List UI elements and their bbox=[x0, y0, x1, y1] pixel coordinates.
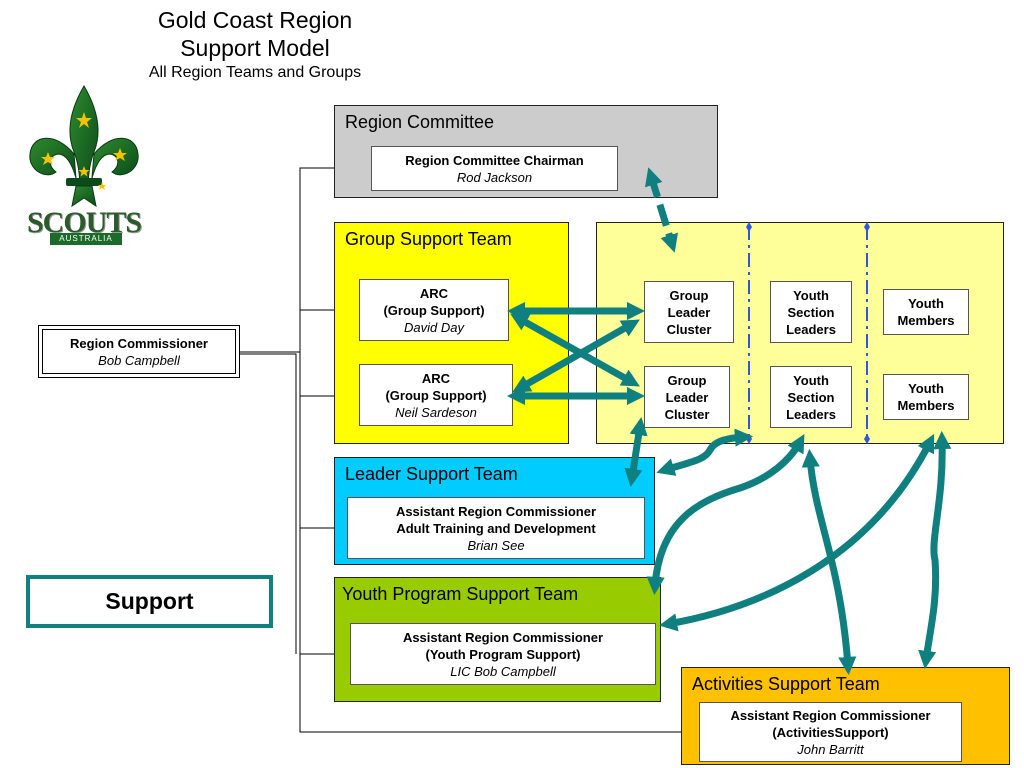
arc-activities-line-2: (ActivitiesSupport) bbox=[772, 724, 889, 740]
arc-youth-program-name: LIC Bob Campbell bbox=[450, 663, 556, 679]
youth-program-support-team-title: Youth Program Support Team bbox=[342, 584, 579, 604]
arc-2-subtitle: (Group Support) bbox=[385, 387, 487, 403]
arc-2-title: ARC bbox=[421, 370, 451, 386]
cluster-2-line-1: Group bbox=[667, 372, 707, 388]
section-1-line-3: Leaders bbox=[786, 321, 836, 337]
title-line-2: Support Model bbox=[180, 35, 330, 61]
title-subtitle: All Region Teams and Groups bbox=[148, 64, 362, 81]
arc-youth-program-box: Assistant Region Commissioner (Youth Pro… bbox=[350, 623, 656, 685]
members-2-line-1: Youth bbox=[908, 381, 944, 396]
cluster-2-line-2: Leader bbox=[665, 389, 709, 405]
leader-support-team-panel: Leader Support Team Assistant Region Com… bbox=[334, 457, 655, 565]
arc-activities-box: Assistant Region Commissioner (Activitie… bbox=[699, 702, 962, 762]
arc-activities-line-1: Assistant Region Commissioner bbox=[730, 707, 931, 723]
arc-adult-training-line-2: Adult Training and Development bbox=[396, 520, 596, 536]
arc-group-support-box-1: ARC (Group Support) David Day bbox=[359, 279, 509, 341]
region-committee-chairman-box: Region Committee Chairman Rod Jackson bbox=[371, 146, 618, 191]
arc-adult-training-box: Assistant Region Commissioner Adult Trai… bbox=[347, 497, 645, 559]
support-label: Support bbox=[105, 588, 194, 614]
activities-support-team-title: Activities Support Team bbox=[692, 674, 880, 694]
youth-program-support-team-panel: Youth Program Support Team Assistant Reg… bbox=[334, 577, 661, 702]
cluster-1-line-1: Group bbox=[669, 287, 709, 303]
cluster-1-line-2: Leader bbox=[667, 304, 711, 320]
arc-2-name: Neil Sardeson bbox=[395, 404, 477, 420]
support-label-box: Support bbox=[26, 575, 273, 628]
region-commissioner-role: Region Commissioner bbox=[70, 336, 208, 351]
logo-subtext: AUSTRALIA bbox=[50, 233, 122, 245]
fleur-de-lis-icon bbox=[29, 85, 139, 208]
members-1-line-1: Youth bbox=[908, 296, 944, 311]
youth-section-leaders-box-2: Youth Section Leaders bbox=[770, 366, 852, 428]
region-committee-title: Region Committee bbox=[345, 112, 495, 132]
arc-adult-training-name: Brian See bbox=[467, 537, 525, 553]
group-support-team-title: Group Support Team bbox=[345, 229, 512, 249]
section-2-line-2: Section bbox=[787, 389, 835, 405]
cluster-1-line-3: Cluster bbox=[666, 321, 712, 337]
region-committee-panel: Region Committee Region Committee Chairm… bbox=[334, 105, 718, 198]
arc-activities-name: John Barritt bbox=[797, 741, 864, 757]
diagram-title: Gold Coast Region Support Model All Regi… bbox=[120, 6, 390, 84]
arc-1-name: David Day bbox=[404, 319, 464, 335]
region-commissioner-box: Region Commissioner Bob Campbell bbox=[38, 325, 240, 378]
section-1-line-2: Section bbox=[787, 304, 835, 320]
activities-support-team-panel: Activities Support Team Assistant Region… bbox=[681, 667, 1010, 765]
groups-area-panel: Group Leader Cluster Youth Section Leade… bbox=[596, 222, 1004, 444]
group-support-team-panel: Group Support Team ARC (Group Support) D… bbox=[334, 222, 569, 444]
scouts-logo: SCOUTS AUSTRALIA bbox=[26, 82, 142, 250]
arc-1-subtitle: (Group Support) bbox=[383, 302, 485, 318]
youth-members-box-2: Youth Members bbox=[883, 374, 969, 420]
arc-youth-program-line-2: (Youth Program Support) bbox=[425, 646, 581, 662]
region-commissioner-name: Bob Campbell bbox=[98, 353, 180, 368]
group-leader-cluster-box-2: Group Leader Cluster bbox=[644, 366, 730, 428]
section-2-line-1: Youth bbox=[793, 372, 829, 388]
chairman-name: Rod Jackson bbox=[456, 169, 533, 185]
section-2-line-3: Leaders bbox=[786, 406, 836, 422]
section-1-line-1: Youth bbox=[793, 287, 829, 303]
arc-1-title: ARC bbox=[419, 285, 449, 301]
youth-section-leaders-box-1: Youth Section Leaders bbox=[770, 281, 852, 343]
members-2-line-2: Members bbox=[897, 398, 955, 413]
arc-youth-program-line-1: Assistant Region Commissioner bbox=[402, 629, 604, 645]
members-1-line-2: Members bbox=[897, 313, 955, 328]
cluster-2-line-3: Cluster bbox=[664, 406, 710, 422]
title-line-1: Gold Coast Region bbox=[157, 7, 353, 33]
arc-group-support-box-2: ARC (Group Support) Neil Sardeson bbox=[359, 364, 513, 426]
leader-support-team-title: Leader Support Team bbox=[345, 464, 518, 484]
youth-members-box-1: Youth Members bbox=[883, 289, 969, 335]
arc-adult-training-line-1: Assistant Region Commissioner bbox=[395, 503, 597, 519]
chairman-role: Region Committee Chairman bbox=[405, 152, 584, 168]
group-leader-cluster-box-1: Group Leader Cluster bbox=[644, 281, 734, 343]
